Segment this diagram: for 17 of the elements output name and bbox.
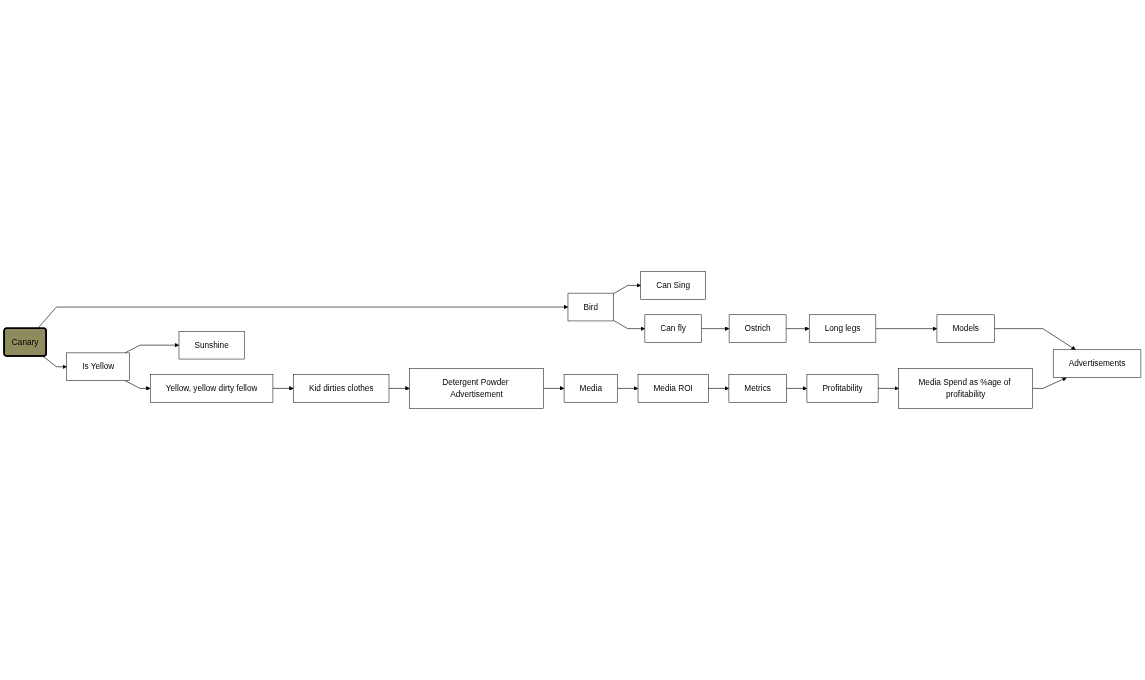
node-box: Sunshine (178, 331, 245, 360)
node-box: Media ROI (637, 374, 709, 403)
node-box: Bird (567, 292, 614, 322)
node-box: Models (936, 314, 995, 343)
node-box: Ostrich (728, 314, 787, 343)
node-box: Detergent Powder Advertisement (409, 368, 544, 409)
node-box: Can Sing (640, 271, 706, 300)
node-box: Yellow, yellow dirty fellow (150, 374, 274, 403)
node-box: Kid dirties clothes (293, 374, 390, 403)
node-box: Media (563, 374, 618, 403)
node-box: Is Yellow (66, 352, 130, 381)
node-box: Metrics (728, 374, 787, 403)
node-box: Long legs (808, 314, 877, 343)
node-box: Media Spend as %age of profitability (898, 368, 1033, 409)
node-box: Advertisements (1052, 349, 1142, 378)
node-box: Profitability (806, 374, 879, 403)
node-box: Can fly (644, 314, 702, 343)
